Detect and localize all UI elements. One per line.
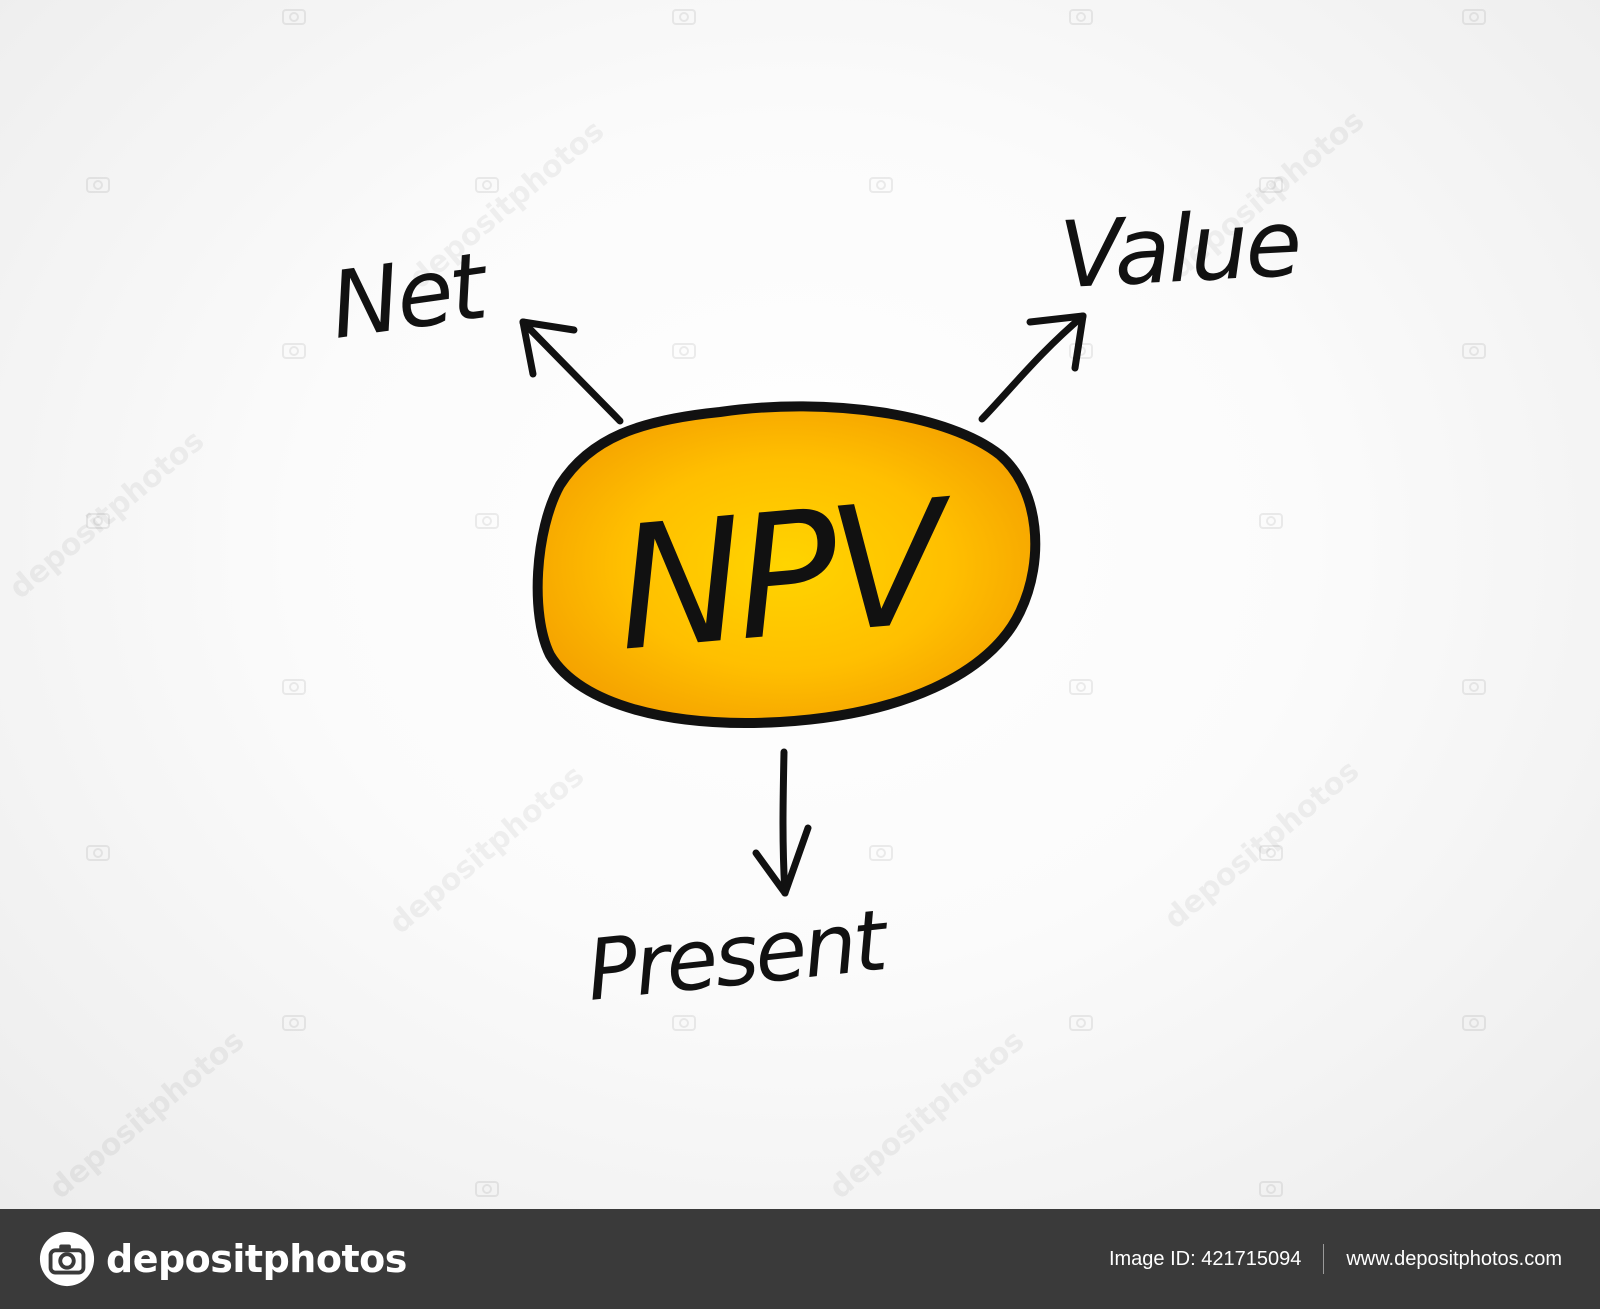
camera-icon (1069, 9, 1093, 25)
watermark-text: depositphotos (383, 758, 591, 941)
watermark-text: depositphotos (1158, 753, 1366, 936)
camera-icon (1069, 1015, 1093, 1031)
image-id: Image ID: 421715094 (1108, 1247, 1302, 1270)
arrow-to-net (519, 318, 624, 425)
camera-icon (86, 177, 110, 193)
camera-icon (1462, 1015, 1486, 1031)
camera-icon (86, 845, 110, 861)
watermark-text: depositphotos (823, 1023, 1031, 1206)
camera-icon (475, 1181, 499, 1197)
footer-divider (1323, 1244, 1325, 1274)
brand-name: depositphotos (106, 1237, 407, 1281)
camera-icon (672, 343, 696, 359)
watermark-text: depositphotos (43, 1023, 251, 1206)
watermark-footer-bar: depositphotos Image ID: 421715094 www.de… (0, 1209, 1600, 1309)
camera-icon (1069, 679, 1093, 695)
npv-center-label: NPV (609, 463, 966, 690)
npv-diagram: depositphotos depositphotos depositphoto… (3, 9, 1486, 1206)
camera-icon (475, 513, 499, 529)
branch-label-net: Net (324, 232, 496, 360)
camera-icon (282, 343, 306, 359)
camera-icon (1259, 513, 1283, 529)
camera-icon (1259, 845, 1283, 861)
camera-icon (86, 513, 110, 529)
arrow-to-value (978, 312, 1087, 423)
camera-icon (1259, 177, 1283, 193)
branch-label-value: Value (1057, 190, 1301, 309)
brand[interactable]: depositphotos (38, 1230, 407, 1288)
camera-icon (1462, 679, 1486, 695)
camera-icon (282, 9, 306, 25)
diagram-canvas: depositphotos depositphotos depositphoto… (0, 0, 1600, 1209)
camera-icon (282, 1015, 306, 1031)
depositphotos-logo-icon (39, 1231, 95, 1287)
camera-icon (475, 177, 499, 193)
website-link[interactable]: www.depositphotos.com (1346, 1247, 1562, 1270)
camera-icon (282, 679, 306, 695)
camera-icon (1462, 343, 1486, 359)
camera-icon (869, 177, 893, 193)
camera-icon (869, 845, 893, 861)
npv-bubble (532, 401, 1041, 728)
camera-icon (1259, 1181, 1283, 1197)
branch-label-present: Present (582, 891, 894, 1020)
camera-icon (672, 9, 696, 25)
camera-icon (672, 1015, 696, 1031)
camera-icon (1462, 9, 1486, 25)
footer-info: Image ID: 421715094 www.depositphotos.co… (1109, 1244, 1562, 1274)
watermark-camera-icons (86, 9, 1486, 1197)
arrow-to-present (752, 748, 812, 897)
